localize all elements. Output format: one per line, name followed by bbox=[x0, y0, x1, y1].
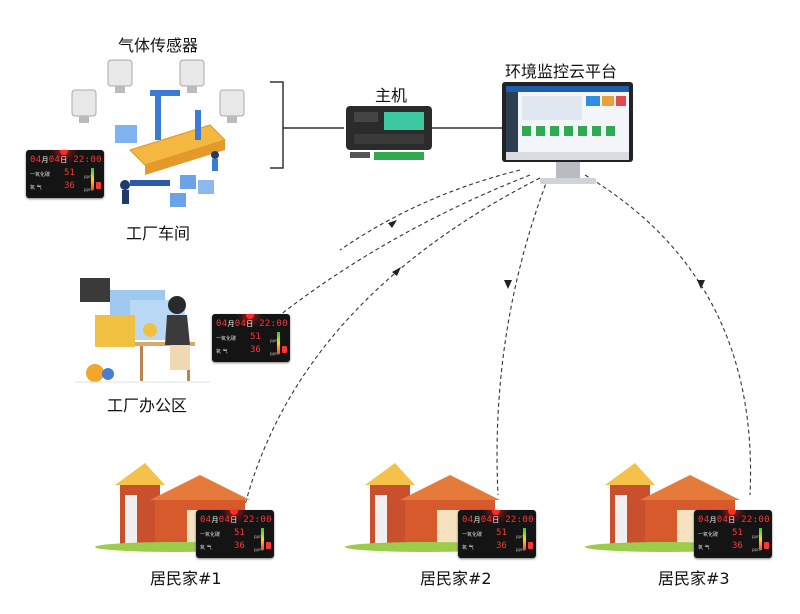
label-factory-workshop: 工厂车间 bbox=[126, 224, 191, 243]
label-gas-sensor: 气体传感器 bbox=[118, 36, 199, 55]
label-resident-3: 居民家#3 bbox=[658, 569, 730, 588]
dashed-link-house2 bbox=[496, 177, 549, 496]
factory-workshop-illustration bbox=[71, 59, 245, 207]
alarm-light bbox=[492, 510, 500, 515]
label-host: 主机 bbox=[375, 86, 408, 105]
label-resident-2: 居民家#2 bbox=[420, 569, 492, 588]
sensor-bracket bbox=[270, 81, 284, 169]
dashed-link-office bbox=[279, 174, 531, 316]
dashed-link-workshop bbox=[339, 169, 521, 251]
host-controller-icon bbox=[346, 106, 432, 160]
gas-sensor-icon bbox=[107, 59, 133, 93]
label-cloud-platform: 环境监控云平台 bbox=[505, 62, 618, 81]
arrow-house3 bbox=[697, 280, 705, 289]
factory-assembly-icon bbox=[115, 90, 226, 207]
dashed-link-house1 bbox=[244, 177, 541, 506]
alarm-light bbox=[60, 150, 68, 155]
monitor-icon bbox=[502, 82, 633, 184]
dashed-link-house3 bbox=[584, 174, 752, 496]
house-icon bbox=[345, 463, 505, 552]
arrow-office bbox=[392, 267, 401, 276]
office-worker-icon bbox=[75, 278, 210, 383]
alarm-light bbox=[230, 510, 238, 515]
gas-sensor-icon bbox=[71, 89, 97, 123]
label-factory-office: 工厂办公区 bbox=[107, 396, 188, 415]
alarm-light bbox=[728, 510, 736, 515]
arrow-house2 bbox=[504, 280, 512, 289]
arrow-workshop bbox=[388, 220, 397, 228]
alarm-light bbox=[246, 314, 254, 319]
gas-sensor-icon bbox=[219, 89, 245, 123]
label-resident-1: 居民家#1 bbox=[150, 569, 222, 588]
gas-sensor-icon bbox=[179, 59, 205, 93]
